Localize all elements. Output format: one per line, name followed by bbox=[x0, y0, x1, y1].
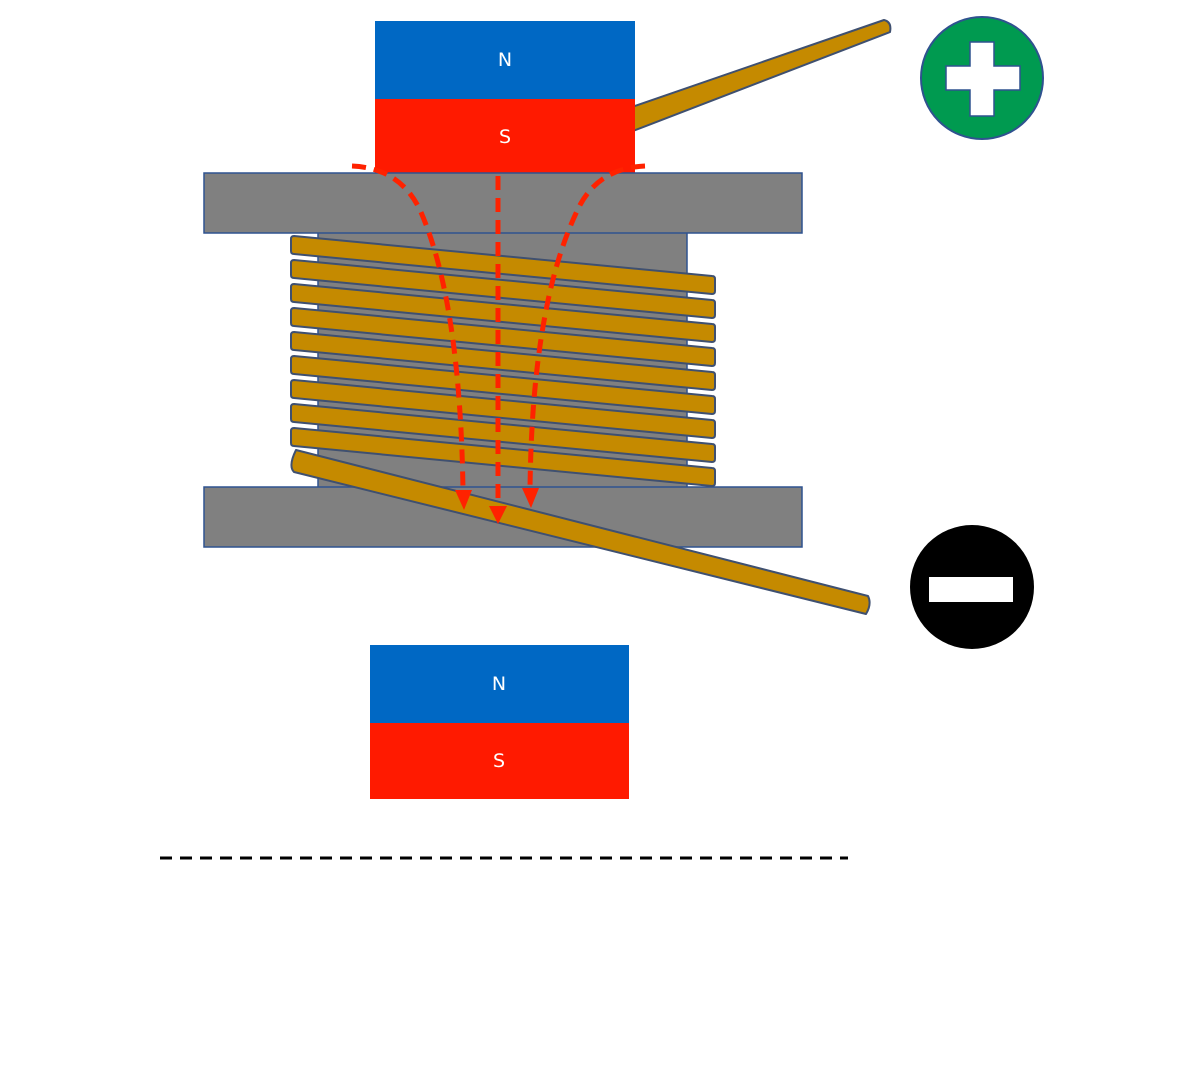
bottom-magnet-north-label: N bbox=[492, 673, 506, 695]
coil-winding bbox=[290, 306, 716, 368]
coil-winding bbox=[290, 402, 716, 464]
bottom-magnet-north bbox=[370, 645, 629, 723]
field-arrowheads bbox=[455, 488, 539, 524]
bottom-magnet-south-label: S bbox=[493, 750, 505, 772]
top-magnet-south-label: S bbox=[499, 126, 511, 148]
field-line-right bbox=[527, 163, 646, 491]
field-lines bbox=[351, 163, 646, 506]
positive-lead-wire bbox=[599, 19, 892, 137]
coil-winding bbox=[290, 330, 716, 392]
core-top-flange bbox=[203, 172, 803, 234]
coil-winding bbox=[290, 258, 716, 320]
field-arrowhead-left bbox=[455, 490, 472, 510]
coil-winding bbox=[290, 354, 716, 416]
bottom-magnet: N S bbox=[370, 645, 629, 799]
field-line-left bbox=[351, 163, 466, 491]
bottom-magnet-south bbox=[370, 723, 629, 799]
top-magnet-north-label: N bbox=[498, 49, 512, 71]
field-arrowhead-right bbox=[522, 488, 539, 508]
positive-terminal bbox=[920, 16, 1044, 140]
top-magnet: N S bbox=[375, 21, 635, 174]
negative-lead-wire bbox=[290, 449, 871, 615]
negative-terminal bbox=[910, 525, 1034, 649]
plus-icon bbox=[945, 41, 1021, 117]
coil bbox=[290, 234, 716, 488]
field-arrowhead-center bbox=[489, 506, 507, 524]
coil-winding bbox=[290, 234, 716, 296]
coil-winding bbox=[290, 426, 716, 488]
coil-winding bbox=[290, 282, 716, 344]
minus-icon bbox=[929, 577, 1013, 602]
coil-winding bbox=[290, 378, 716, 440]
top-magnet-north bbox=[375, 21, 635, 99]
top-magnet-south bbox=[375, 99, 635, 174]
